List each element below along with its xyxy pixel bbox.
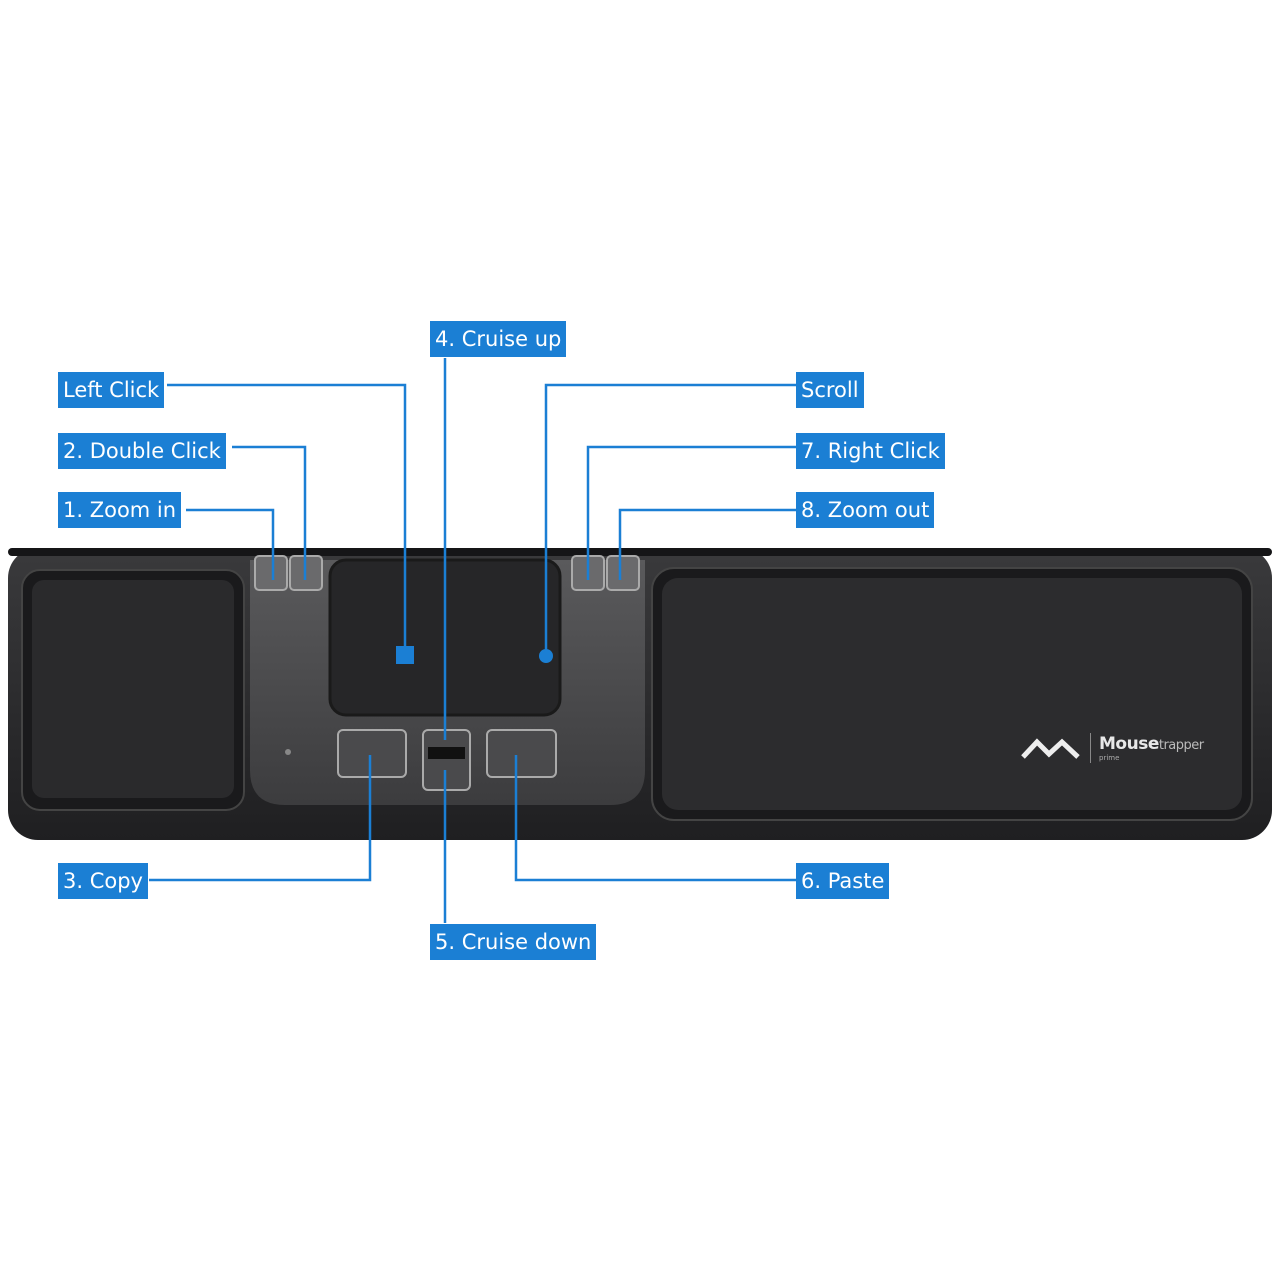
scroll-marker bbox=[539, 649, 553, 663]
label-zoom-in: 1. Zoom in bbox=[58, 492, 182, 528]
brand-name: Mouse bbox=[1099, 734, 1159, 754]
mountain-logo-icon bbox=[1021, 738, 1080, 759]
zoom-in-button bbox=[254, 555, 288, 591]
zoom-out-button bbox=[606, 555, 640, 591]
cruise-button bbox=[422, 729, 471, 791]
brand-name-light: trapper bbox=[1158, 738, 1204, 753]
copy-button bbox=[337, 729, 407, 778]
callout-lines bbox=[149, 358, 796, 923]
brand-sub: prime bbox=[1099, 754, 1120, 762]
left-click-marker bbox=[396, 646, 414, 664]
label-paste: 6. Paste bbox=[796, 863, 890, 899]
paste-button bbox=[486, 729, 557, 778]
label-double-click: 2. Double Click bbox=[58, 433, 226, 469]
label-right-click: 7. Right Click bbox=[796, 433, 945, 469]
brand-logo: Mousetrapper prime bbox=[1020, 733, 1204, 763]
label-zoom-out: 8. Zoom out bbox=[796, 492, 935, 528]
label-cruise-up: 4. Cruise up bbox=[430, 321, 567, 357]
label-left-click: Left Click bbox=[58, 372, 165, 408]
label-cruise-down: 5. Cruise down bbox=[430, 924, 597, 960]
label-scroll: Scroll bbox=[796, 372, 864, 408]
label-copy: 3. Copy bbox=[58, 863, 148, 899]
